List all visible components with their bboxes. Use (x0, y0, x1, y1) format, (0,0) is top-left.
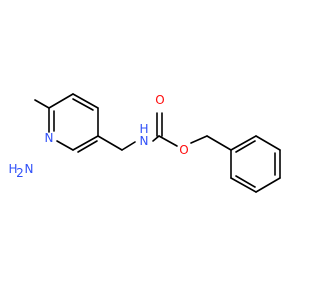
bond-c1-c2-inner (77, 140, 98, 153)
carbonyl-o-label: O (155, 93, 164, 107)
amine-n-label: N (25, 162, 34, 176)
structure-canvas: H 2 N N H N O O (8, 93, 281, 193)
bond-ph-1 (230, 135, 257, 151)
bond-ch2-ph (206, 135, 232, 151)
bond-nh-c (152, 135, 160, 142)
bond-c5-nh2 (34, 99, 50, 109)
bond-c2-ch2 (97, 135, 123, 151)
amine-h-label: H (8, 162, 17, 176)
bond-ph-5 (230, 177, 257, 193)
bond-n1-c1 (56, 140, 74, 151)
bond-c-o-single (158, 135, 178, 147)
bond-ch2-nh (121, 141, 136, 151)
amide-n-label: N (140, 134, 149, 148)
amide-h-label: H (139, 122, 148, 136)
pyridine-n-label: N (45, 131, 54, 145)
bond-ph-4 (255, 177, 281, 193)
bond-layer (34, 93, 281, 193)
bond-o-ch2 (190, 135, 208, 144)
amine-subscript-label: 2 (16, 166, 24, 180)
bond-c3-c4 (72, 93, 99, 109)
bond-ph-1-inner (235, 140, 256, 153)
bond-ph-5-inner (235, 175, 256, 188)
ester-o-label: O (179, 143, 188, 157)
bond-c1-c2 (72, 135, 99, 151)
atom-label-layer: H 2 N N H N O O (8, 93, 188, 180)
bond-c4-c5 (48, 93, 74, 109)
bond-ph-2 (255, 135, 281, 151)
bond-c3-c4-inner (72, 98, 94, 111)
